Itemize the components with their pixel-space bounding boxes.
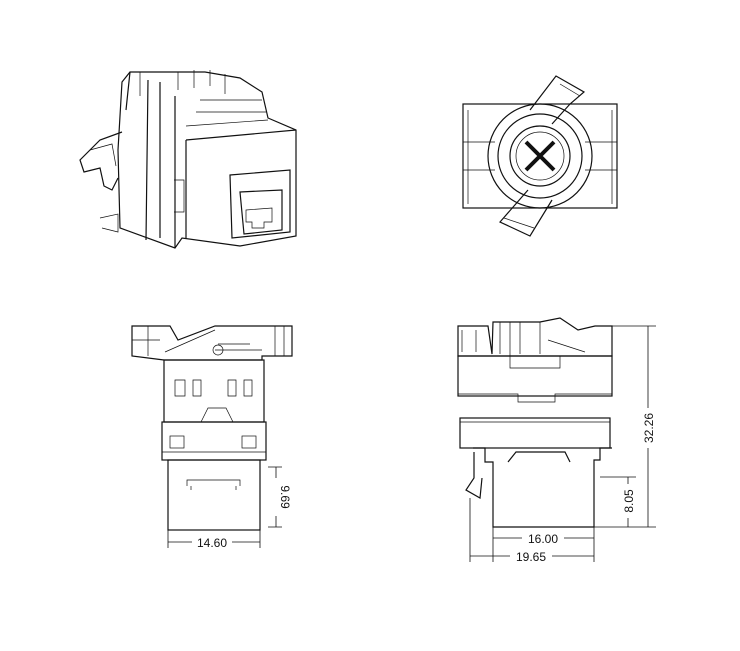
front-view bbox=[131, 325, 293, 531]
dimension-overall-width-label: 19.65 bbox=[516, 550, 546, 564]
side-view bbox=[457, 317, 613, 528]
dimension-opening-height-label: 9.69 bbox=[278, 485, 292, 509]
isometric-view bbox=[79, 70, 297, 249]
side-dimensions: 16.00 19.65 32.26 8.05 bbox=[469, 325, 656, 564]
dimension-overall-height-label: 32.26 bbox=[642, 413, 656, 443]
front-dimensions: 14.60 9.69 bbox=[167, 466, 292, 550]
dimension-inner-width-label: 16.00 bbox=[528, 532, 558, 546]
dimension-lower-height-label: 8.05 bbox=[622, 489, 636, 513]
top-view bbox=[462, 75, 618, 237]
dimension-width-label: 14.60 bbox=[197, 536, 227, 550]
